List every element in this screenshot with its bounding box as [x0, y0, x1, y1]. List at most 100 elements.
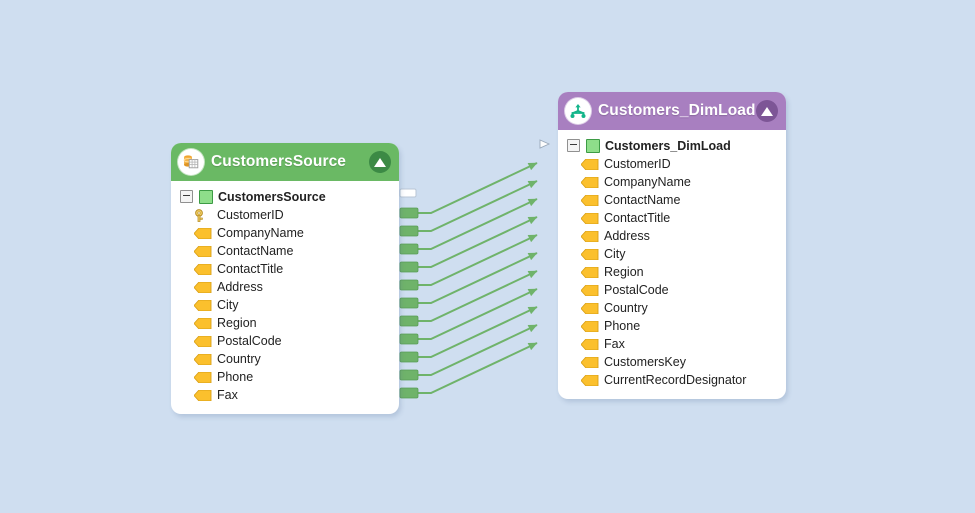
- destination-field-phone[interactable]: Phone: [558, 317, 786, 335]
- destination-field-customerid[interactable]: CustomerID: [558, 155, 786, 173]
- key-icon: [194, 208, 212, 222]
- mapping-line-postalcode[interactable]: [418, 288, 538, 340]
- source-field-label: ContactName: [217, 244, 294, 258]
- mapping-line-region[interactable]: [418, 270, 538, 322]
- destination-field-country[interactable]: Country: [558, 299, 786, 317]
- destination-field-label: PostalCode: [604, 283, 669, 297]
- destination-field-fax[interactable]: Fax: [558, 335, 786, 353]
- mapping-line-address[interactable]: [418, 234, 538, 286]
- destination-field-label: City: [604, 247, 626, 261]
- destination-field-contacttitle[interactable]: ContactTitle: [558, 209, 786, 227]
- source-stubs: [399, 207, 419, 399]
- source-stub-postalcode[interactable]: [399, 333, 419, 345]
- mapping-line-country[interactable]: [418, 306, 538, 358]
- destination-field-label: Fax: [604, 337, 625, 351]
- source-panel-title: CustomersSource: [211, 153, 347, 170]
- source-stub-region[interactable]: [399, 315, 419, 327]
- destination-table-row[interactable]: Customers_DimLoad: [558, 136, 786, 155]
- destination-field-companyname[interactable]: CompanyName: [558, 173, 786, 191]
- column-icon: [193, 389, 212, 401]
- source-field-country[interactable]: Country: [171, 350, 399, 368]
- minus-expander-icon[interactable]: [567, 139, 580, 152]
- chevron-up-icon: [761, 106, 773, 116]
- source-field-phone[interactable]: Phone: [171, 368, 399, 386]
- destination-field-customerskey[interactable]: CustomersKey: [558, 353, 786, 371]
- column-icon: [193, 335, 212, 347]
- mapping-line-city[interactable]: [418, 252, 538, 304]
- source-stub-contactname[interactable]: [399, 243, 419, 255]
- dest-arrow-table[interactable]: [539, 139, 551, 149]
- column-icon: [580, 176, 599, 188]
- column-icon: [580, 194, 599, 206]
- destination-field-city[interactable]: City: [558, 245, 786, 263]
- destination-field-label: Region: [604, 265, 644, 279]
- column-icon: [580, 302, 599, 314]
- source-stub-contacttitle[interactable]: [399, 261, 419, 273]
- mapping-lines: [418, 162, 538, 394]
- mapping-line-companyname[interactable]: [418, 180, 538, 232]
- column-icon: [193, 317, 212, 329]
- source-field-contacttitle[interactable]: ContactTitle: [171, 260, 399, 278]
- source-field-label: CustomerID: [217, 208, 284, 222]
- mapping-line-fax[interactable]: [418, 342, 538, 394]
- mapping-line-phone[interactable]: [418, 324, 538, 376]
- source-stub-companyname[interactable]: [399, 225, 419, 237]
- destination-field-currentrecorddesignator[interactable]: CurrentRecordDesignator: [558, 371, 786, 389]
- destination-field-label: CustomersKey: [604, 355, 686, 369]
- source-field-region[interactable]: Region: [171, 314, 399, 332]
- source-panel-header[interactable]: CustomersSource: [171, 143, 399, 181]
- destination-field-label: CompanyName: [604, 175, 691, 189]
- column-icon: [193, 263, 212, 275]
- column-icon: [193, 371, 212, 383]
- source-panel[interactable]: CustomersSource CustomersSource: [171, 143, 399, 414]
- source-field-address[interactable]: Address: [171, 278, 399, 296]
- column-icon: [580, 230, 599, 242]
- source-stub-country[interactable]: [399, 351, 419, 363]
- minus-expander-icon[interactable]: [180, 190, 193, 203]
- source-stub-customerid[interactable]: [399, 207, 419, 219]
- source-stub-address[interactable]: [399, 279, 419, 291]
- mapping-line-contacttitle[interactable]: [418, 216, 538, 268]
- column-icon: [580, 158, 599, 170]
- column-icon: [580, 356, 599, 368]
- source-field-label: Address: [217, 280, 263, 294]
- source-stub-table[interactable]: [399, 188, 417, 198]
- chevron-up-icon: [374, 157, 386, 167]
- mapping-line-customerid[interactable]: [418, 162, 538, 214]
- column-icon: [193, 245, 212, 257]
- source-field-list: CustomersSource CustomerID Compan: [171, 181, 399, 414]
- table-icon: [199, 189, 213, 204]
- mapping-line-contactname[interactable]: [418, 198, 538, 250]
- source-field-customerid[interactable]: CustomerID: [171, 206, 399, 224]
- source-field-fax[interactable]: Fax: [171, 386, 399, 404]
- column-icon: [580, 248, 599, 260]
- destination-field-label: CurrentRecordDesignator: [604, 373, 747, 387]
- destination-field-contactname[interactable]: ContactName: [558, 191, 786, 209]
- column-icon: [580, 374, 599, 386]
- destination-field-postalcode[interactable]: PostalCode: [558, 281, 786, 299]
- destination-field-region[interactable]: Region: [558, 263, 786, 281]
- destination-panel-title: Customers_DimLoad: [598, 102, 756, 119]
- source-field-postalcode[interactable]: PostalCode: [171, 332, 399, 350]
- column-icon: [193, 281, 212, 293]
- destination-field-address[interactable]: Address: [558, 227, 786, 245]
- destination-collapse-button[interactable]: [756, 100, 778, 122]
- source-table-label: CustomersSource: [218, 189, 326, 204]
- source-field-city[interactable]: City: [171, 296, 399, 314]
- source-collapse-button[interactable]: [369, 151, 391, 173]
- column-icon: [580, 338, 599, 350]
- destination-panel[interactable]: Customers_DimLoad Customers_DimLoad Cust…: [558, 92, 786, 399]
- source-stub-city[interactable]: [399, 297, 419, 309]
- destination-panel-header[interactable]: Customers_DimLoad: [558, 92, 786, 130]
- column-icon: [193, 227, 212, 239]
- source-field-companyname[interactable]: CompanyName: [171, 224, 399, 242]
- source-field-label: PostalCode: [217, 334, 282, 348]
- source-field-contactname[interactable]: ContactName: [171, 242, 399, 260]
- source-field-label: City: [217, 298, 239, 312]
- source-stub-fax[interactable]: [399, 387, 419, 399]
- source-stub-phone[interactable]: [399, 369, 419, 381]
- destination-field-list: Customers_DimLoad CustomerID CompanyName…: [558, 130, 786, 399]
- source-table-row[interactable]: CustomersSource: [171, 187, 399, 206]
